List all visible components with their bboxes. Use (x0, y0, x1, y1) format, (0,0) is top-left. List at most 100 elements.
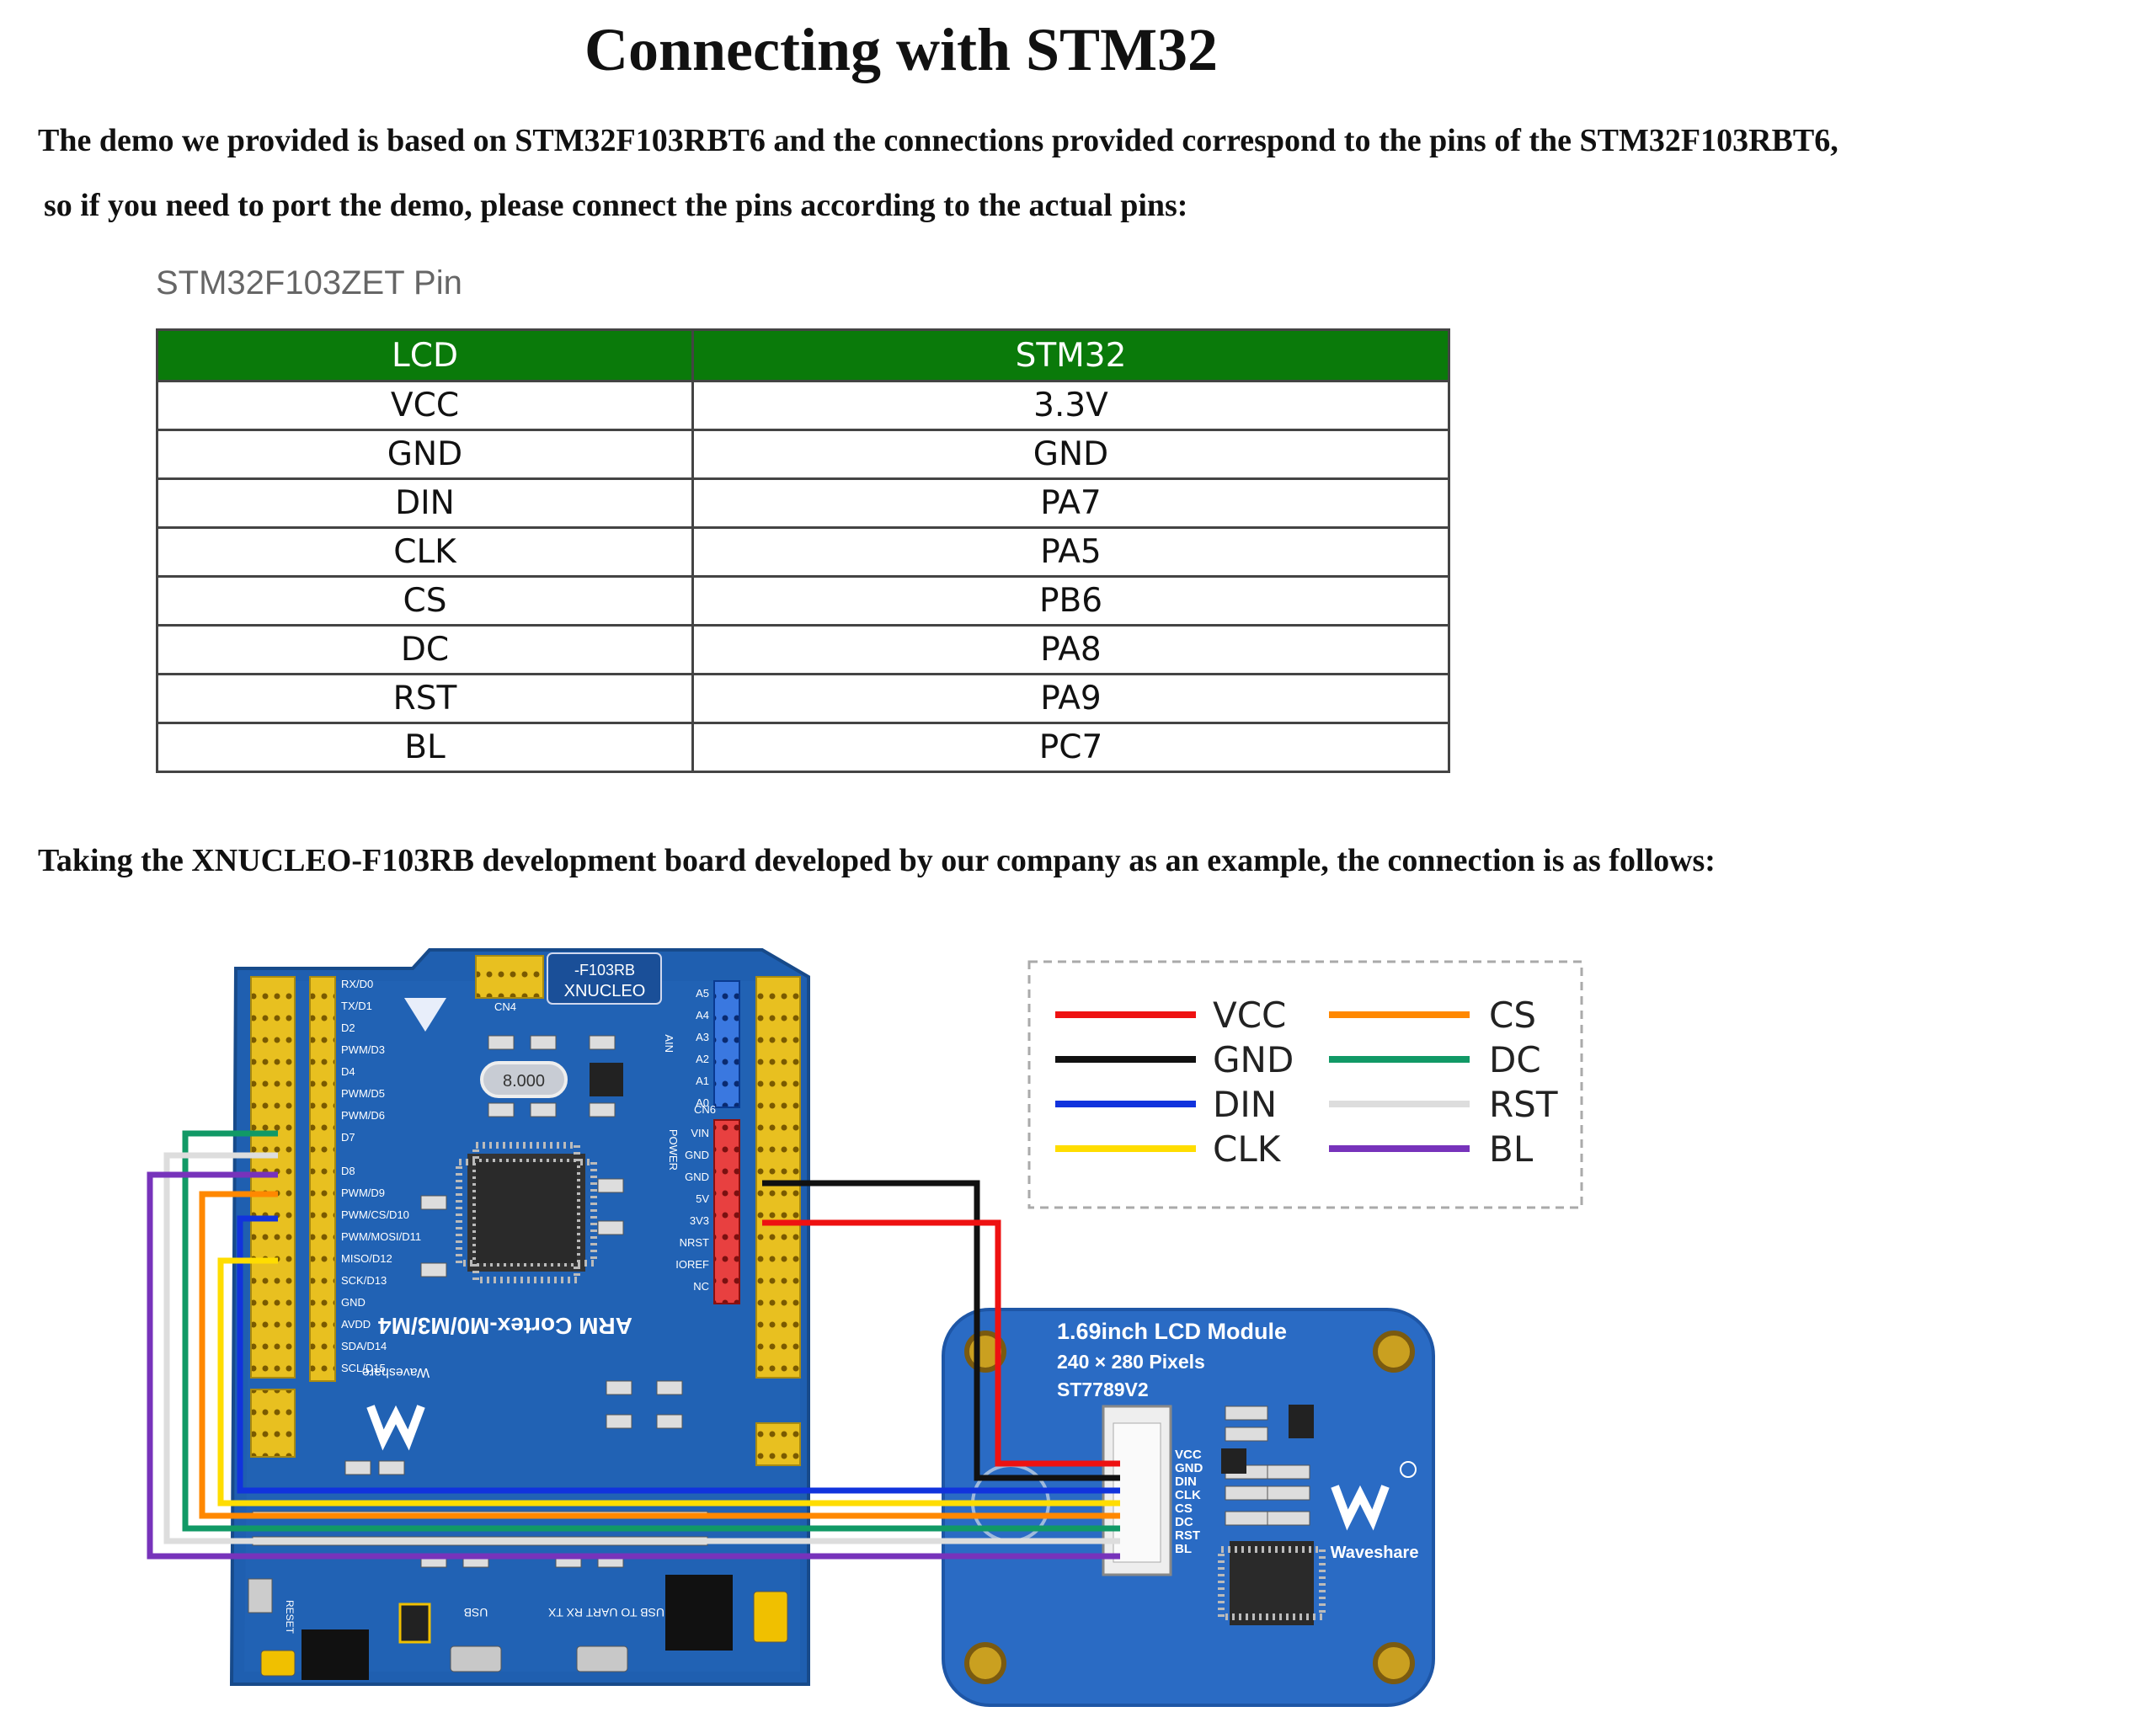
pin-label: A3 (696, 1031, 709, 1043)
example-text: Taking the XNUCLEO-F103RB development bo… (38, 843, 1716, 878)
wires (147, 1130, 1120, 1560)
usb-uart-port (576, 1645, 628, 1672)
lcd-resolution: 240 × 280 Pixels (1057, 1351, 1205, 1373)
header-analog (713, 980, 740, 1108)
lcd-brand: Waveshare (1331, 1544, 1419, 1562)
pin-label: PWM/D5 (341, 1087, 385, 1100)
lcd-pin: BL (156, 722, 694, 773)
pin-label: A2 (696, 1053, 709, 1065)
pin-label: D8 (341, 1165, 355, 1177)
crystal (480, 1061, 568, 1098)
lcd-pin: CLK (156, 526, 694, 578)
pin-label: PWM/D3 (341, 1043, 385, 1056)
pin-label: MISO/D12 (341, 1252, 392, 1265)
jack-connector (302, 1629, 369, 1680)
regulator-chip (590, 1063, 623, 1096)
pin-label: GND (685, 1149, 709, 1161)
usb-port (450, 1645, 502, 1672)
pin-label: PWM/MOSI/D11 (341, 1230, 421, 1243)
reset-button (248, 1578, 273, 1613)
pin-label: SDA/D14 (341, 1340, 387, 1352)
wire-legend: VCC GND DIN CLK CS DC RST BL (1027, 960, 1583, 1209)
pin-label: PWM/CS/D10 (341, 1208, 409, 1221)
pin-label: D7 (341, 1131, 355, 1144)
usb-label: USB (464, 1606, 488, 1619)
wire-vcc (762, 1219, 1120, 1467)
board-model: -F103RB (574, 962, 635, 979)
pin-label: 3V3 (690, 1214, 709, 1227)
stm32-pin: 3.3V (691, 380, 1450, 431)
usb-uart-label: USB TO UART RX TX (547, 1606, 664, 1619)
lcd-title: 1.69inch LCD Module (1057, 1319, 1287, 1344)
mount-hole (1373, 1642, 1415, 1684)
header-cn7 (755, 976, 801, 1379)
pin-label: D2 (341, 1021, 355, 1034)
pin-label: A1 (696, 1075, 709, 1087)
pin-label: SCK/D13 (341, 1274, 387, 1287)
pin-label: A4 (696, 1009, 709, 1021)
lcd-driver: ST7789V2 (1057, 1379, 1149, 1400)
header-cn5 (309, 976, 336, 1382)
pin-label: NRST (680, 1236, 709, 1249)
lcd-pin: GND (156, 429, 694, 480)
dc-jack (665, 1575, 733, 1651)
analog-label: AIN (663, 1034, 675, 1053)
lcd-pin: VCC (156, 380, 694, 431)
legend-label: CLK (1213, 1128, 1282, 1170)
header-stm32: STM32 (691, 328, 1450, 382)
waveshare-logo-icon (366, 1405, 425, 1451)
pin-label: GND (1175, 1461, 1203, 1475)
pin-label: A5 (696, 987, 709, 1000)
pin-label: DC (1175, 1515, 1193, 1529)
pin-label: RST (1175, 1528, 1200, 1543)
lcd-pin: DC (156, 624, 694, 675)
table-header-row: LCD STM32 (156, 328, 1450, 382)
crystal-label: 8.000 (503, 1072, 545, 1091)
table-caption: STM32F103ZET Pin (156, 264, 462, 301)
page-title: Connecting with STM32 (584, 16, 1219, 83)
header-cn4 (475, 955, 544, 999)
pin-label: AVDD (341, 1318, 371, 1331)
lcd-pin-labels: VCC GND DIN CLK CS DC RST BL (1175, 1448, 1203, 1556)
header-power (713, 1119, 740, 1304)
intro-line-2: so if you need to port the demo, please … (44, 188, 1188, 223)
power-pin-labels: VIN GND GND 5V 3V3 NRST IOREF NC POWER C… (667, 1103, 716, 1293)
wire-din (237, 1215, 1120, 1494)
pin-label: PWM/D6 (341, 1109, 385, 1122)
legend-label: RST (1489, 1084, 1558, 1125)
cn6-label: CN6 (694, 1103, 716, 1116)
stm32-pin: PA7 (691, 477, 1450, 529)
wire-clk (217, 1257, 1120, 1507)
left-pin-labels: RX/D0 TX/D1 D2 PWM/D3 D4 PWM/D5 PWM/D6 D… (341, 978, 421, 1374)
wire-rst (163, 1152, 1120, 1544)
intro-line-1: The demo we provided is based on STM32F1… (38, 123, 1838, 158)
lcd-pin: DIN (156, 477, 694, 529)
mount-hole (964, 1642, 1006, 1684)
xnucleo-board: CN4 -F103RB XNUCLEO 8.000 ARM (229, 948, 810, 1686)
pin-label: 5V (696, 1192, 709, 1205)
lcd-pin: CS (156, 575, 694, 627)
lcd-module: 1.69inch LCD Module 240 × 280 Pixels ST7… (942, 1308, 1435, 1707)
pin-label: BL (1175, 1542, 1192, 1556)
pin-label: DIN (1175, 1475, 1197, 1489)
lcd-pin: RST (156, 673, 694, 724)
legend-label: DIN (1213, 1084, 1277, 1125)
pin-label: A0 (696, 1096, 709, 1109)
pin-label: NC (693, 1280, 709, 1293)
lcd-driver-chip (1230, 1541, 1314, 1625)
cn4-label: CN4 (494, 1000, 516, 1013)
wire-bl (147, 1171, 1120, 1560)
board-name: XNUCLEO (564, 982, 646, 1000)
pin-label: CLK (1175, 1488, 1201, 1502)
waveshare-logo-icon (1331, 1485, 1390, 1531)
pin-label: GND (341, 1296, 366, 1309)
stm32-pin: PB6 (691, 575, 1450, 627)
pin-label: VIN (691, 1127, 709, 1139)
pin-label: VCC (1175, 1448, 1202, 1462)
stm32-pin: PC7 (691, 722, 1450, 773)
